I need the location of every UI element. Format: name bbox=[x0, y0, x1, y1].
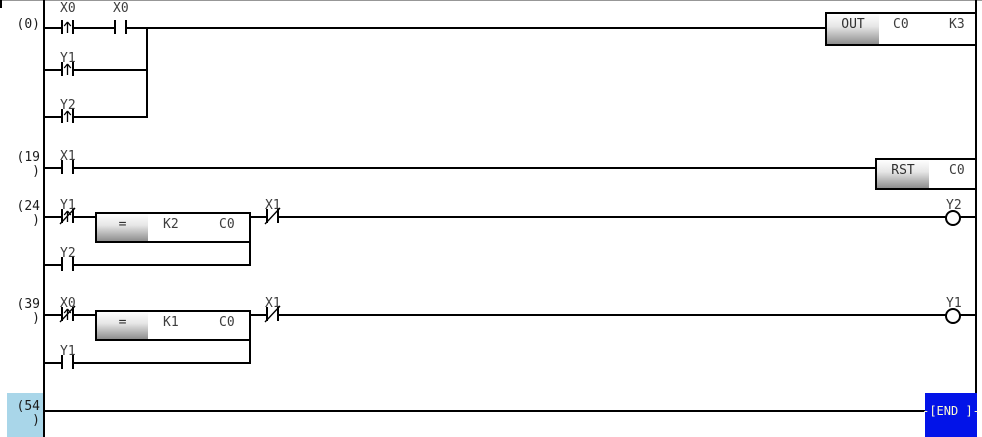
selection-highlight bbox=[7, 393, 43, 437]
contact-y2-rising-edge[interactable] bbox=[61, 109, 74, 123]
device-label: Y2 bbox=[946, 198, 962, 213]
rung-0-branch2-line bbox=[43, 116, 148, 118]
instruction-block-compare-eq-k1[interactable]: = K1 C0 bbox=[95, 310, 251, 341]
operand: C0 bbox=[893, 17, 909, 32]
rising-edge-arrow-icon bbox=[63, 63, 72, 75]
contact-y1-rising-edge[interactable] bbox=[61, 62, 74, 76]
rung-0-junction bbox=[146, 27, 148, 118]
mnemonic-cell: RST bbox=[877, 160, 929, 188]
device-label: Y1 bbox=[60, 198, 76, 213]
coil-y2[interactable] bbox=[945, 210, 961, 226]
rising-edge-arrow-icon bbox=[63, 21, 72, 33]
device-label: X0 bbox=[60, 1, 76, 16]
mnemonic-cell: OUT bbox=[827, 14, 879, 44]
rung-39-line bbox=[43, 314, 977, 316]
mnemonic-cell: = bbox=[97, 312, 148, 339]
operand: C0 bbox=[949, 163, 965, 178]
operand: K3 bbox=[949, 17, 965, 32]
mnemonic-cell: = bbox=[97, 214, 148, 241]
contact-y2-open[interactable] bbox=[61, 257, 74, 271]
top-border bbox=[0, 0, 982, 1]
device-label: Y1 bbox=[946, 296, 962, 311]
operand: K2 bbox=[163, 217, 179, 232]
end-instruction-block[interactable]: -[END ]- bbox=[922, 393, 980, 437]
mnemonic: RST bbox=[891, 163, 915, 178]
operand: C0 bbox=[219, 217, 235, 232]
rung-0-branch1-line bbox=[43, 69, 148, 71]
rung-54-line bbox=[43, 410, 977, 412]
contact-x1-closed[interactable] bbox=[264, 207, 281, 225]
device-label: Y2 bbox=[60, 246, 76, 261]
device-label: X0 bbox=[60, 296, 76, 311]
device-label: X0 bbox=[113, 1, 129, 16]
left-power-rail bbox=[43, 0, 45, 437]
rung-number-24: (24 ) bbox=[16, 199, 40, 228]
contact-x1-closed[interactable] bbox=[264, 305, 281, 323]
device-label: X1 bbox=[60, 149, 76, 164]
contact-y1-rising-edge-negated[interactable] bbox=[59, 207, 76, 225]
device-label: Y1 bbox=[60, 51, 76, 66]
right-power-rail bbox=[975, 0, 977, 437]
operand: C0 bbox=[219, 315, 235, 330]
rung-0-line bbox=[43, 27, 825, 29]
contact-x0-rising-edge[interactable] bbox=[61, 20, 74, 34]
device-label: Y1 bbox=[60, 344, 76, 359]
device-label: X1 bbox=[265, 198, 281, 213]
rung-number-0: (0) bbox=[16, 17, 40, 32]
negation-slash-icon bbox=[264, 305, 281, 323]
end-label: -[END ]- bbox=[922, 404, 980, 418]
coil-y1[interactable] bbox=[945, 308, 961, 324]
rung-39-branch-line bbox=[43, 362, 251, 364]
mnemonic: = bbox=[118, 315, 127, 330]
contact-x0-rising-edge-negated[interactable] bbox=[59, 305, 76, 323]
rung-19-line bbox=[43, 167, 875, 169]
mnemonic: = bbox=[118, 217, 127, 232]
rung-24-branch-line bbox=[43, 264, 251, 266]
instruction-block-compare-eq-k2[interactable]: = K2 C0 bbox=[95, 212, 251, 243]
contact-y1-open[interactable] bbox=[61, 355, 74, 369]
rung-number-54-selected[interactable]: (54 ) bbox=[16, 399, 40, 428]
negation-slash-icon bbox=[59, 305, 76, 323]
top-edge-tick bbox=[0, 0, 2, 8]
negation-slash-icon bbox=[264, 207, 281, 225]
rung-24-line bbox=[43, 216, 977, 218]
negation-slash-icon bbox=[59, 207, 76, 225]
instruction-block-out-counter[interactable]: OUT C0 K3 bbox=[825, 12, 977, 46]
mnemonic: OUT bbox=[841, 17, 865, 32]
instruction-block-rst[interactable]: RST C0 bbox=[875, 158, 977, 190]
rising-edge-arrow-icon bbox=[63, 110, 72, 122]
rung-number-19: (19 ) bbox=[16, 150, 40, 179]
operand: K1 bbox=[163, 315, 179, 330]
device-label: X1 bbox=[265, 296, 281, 311]
contact-x1-open[interactable] bbox=[61, 160, 74, 174]
device-label: Y2 bbox=[60, 98, 76, 113]
contact-x0-open[interactable] bbox=[114, 20, 127, 34]
rung-number-39: (39 ) bbox=[16, 297, 40, 326]
